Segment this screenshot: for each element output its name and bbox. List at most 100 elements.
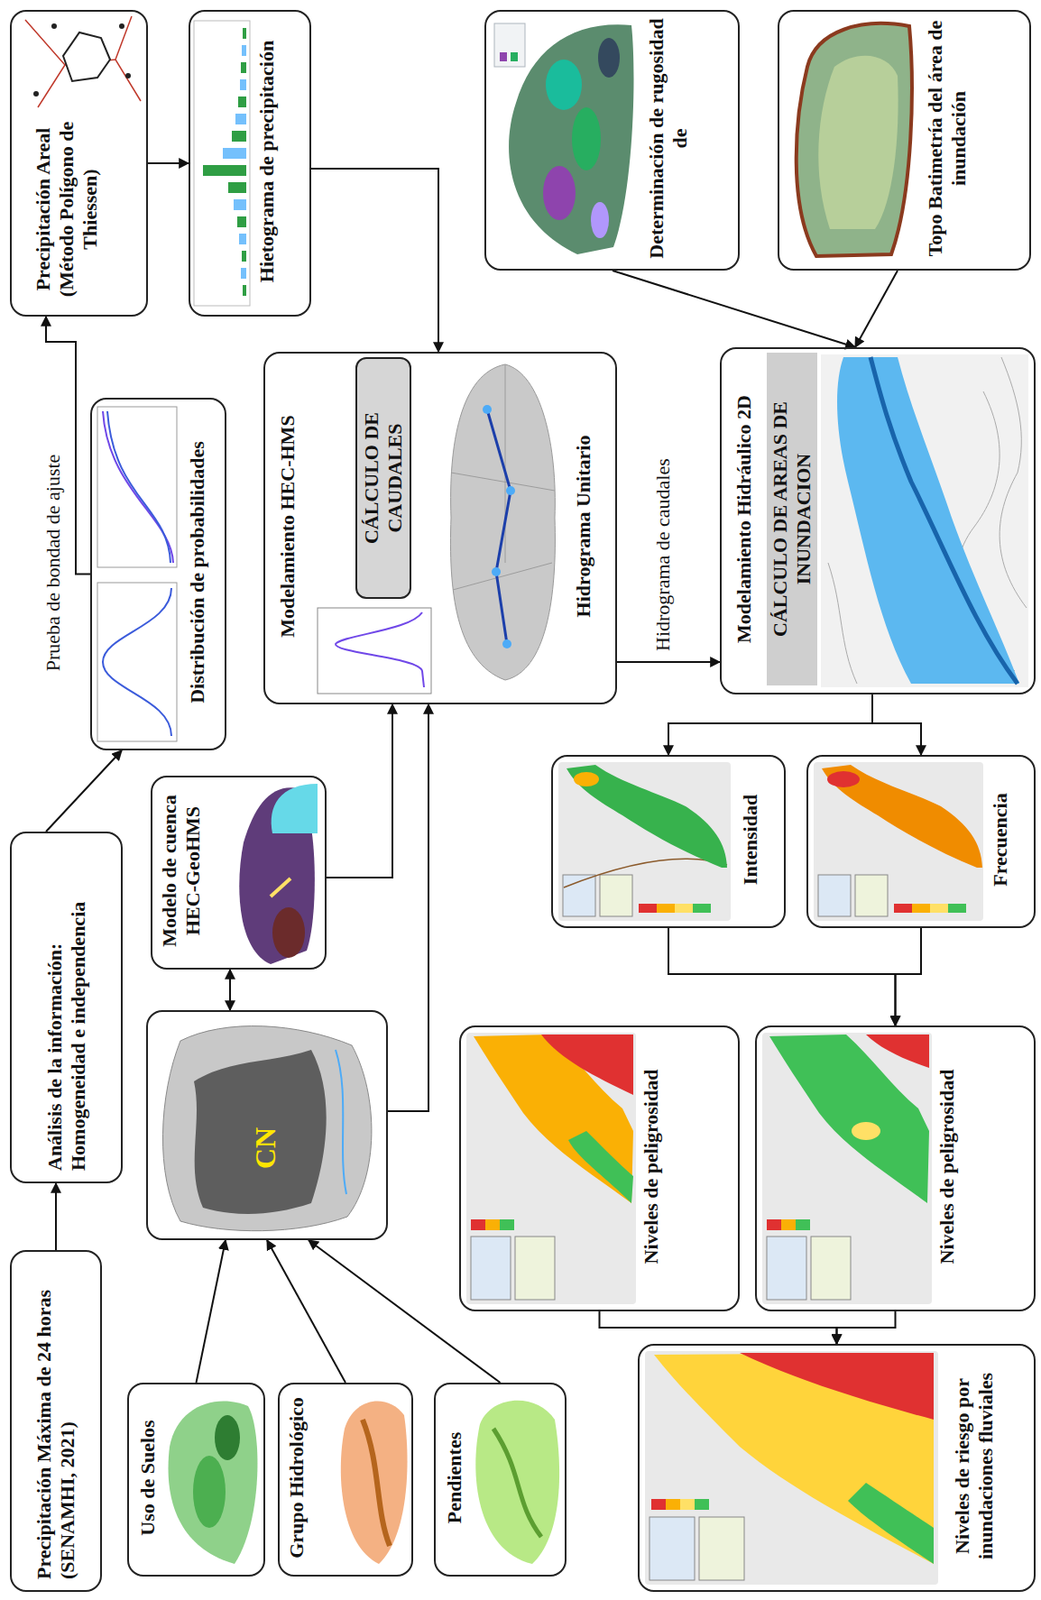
basin-outline xyxy=(63,32,111,82)
text-slot: Modelamiento Hidráulico 2D xyxy=(732,352,756,686)
chart-frame xyxy=(97,582,177,742)
process-box: CN xyxy=(146,1010,388,1241)
flow-arrow xyxy=(55,1183,57,1251)
cn-map xyxy=(162,1026,371,1232)
thiessen-lines xyxy=(25,16,141,108)
risk-zone xyxy=(739,1353,934,1420)
box-text: Hidrograma Unitario xyxy=(571,357,596,696)
bar xyxy=(228,182,247,194)
gauge-dot xyxy=(119,23,125,29)
inset-map xyxy=(855,875,888,917)
map-area xyxy=(340,1400,408,1565)
flow-arrow xyxy=(872,694,922,756)
legend-chip xyxy=(499,52,507,62)
flow-arrow xyxy=(147,162,189,165)
bar xyxy=(242,27,247,39)
flow-arrow xyxy=(855,270,898,348)
process-box: Niveles de riesgo por inundaciones fluvi… xyxy=(637,1344,1036,1593)
map-strip xyxy=(362,1419,390,1547)
map-ground xyxy=(644,1351,939,1585)
map-patch xyxy=(590,202,609,239)
bar xyxy=(242,285,247,296)
process-box: Modelamiento HEC-HMSHidrograma UnitarioC… xyxy=(263,351,618,705)
map-patch xyxy=(545,59,582,111)
bar xyxy=(202,165,247,176)
process-box: Pendientes xyxy=(433,1382,567,1577)
text-slot: Hietograma de precipitación xyxy=(255,15,279,308)
flow-arrow xyxy=(668,928,896,1026)
pdf-curve xyxy=(102,588,172,737)
map-area xyxy=(475,1400,560,1565)
bar xyxy=(239,79,247,91)
watershed-zone xyxy=(193,1050,327,1215)
flow-arrow xyxy=(599,1311,838,1345)
flow-arrow xyxy=(617,661,720,664)
basin-area xyxy=(450,364,555,681)
hazard-zone xyxy=(821,764,983,868)
network-line xyxy=(487,409,511,645)
flow-arrow xyxy=(311,168,439,352)
process-box: Determinación de rugosidad de xyxy=(484,9,740,271)
text-slot: Niveles de riesgo por inundaciones fluvi… xyxy=(950,1349,998,1584)
bar xyxy=(222,147,247,159)
network-node xyxy=(506,486,516,496)
road xyxy=(563,858,728,888)
contour xyxy=(999,357,1027,609)
bar xyxy=(240,62,247,74)
box-text: CÁLCULO DE CAUDALES xyxy=(359,369,407,587)
process-box: Niveles de peligrosidad xyxy=(755,1025,1036,1312)
risk-zone xyxy=(654,1353,934,1565)
water-area xyxy=(271,783,318,834)
legend-chip xyxy=(656,903,675,913)
inset-map xyxy=(699,1517,745,1581)
hazard-map xyxy=(762,1032,932,1305)
map-area xyxy=(168,1400,258,1565)
risk-zone xyxy=(847,1483,934,1565)
network-node xyxy=(502,639,512,649)
topo-map xyxy=(796,23,913,257)
box-text: Distribución de probabilidades xyxy=(185,403,210,742)
watershed xyxy=(162,1026,371,1232)
process-box: Uso de Suelos xyxy=(127,1382,266,1577)
hazard-zone xyxy=(568,1131,634,1204)
text-slot: Precipitación Máxima de 24 horas (SENAMH… xyxy=(32,1262,80,1580)
box-text: Hietograma de precipitación xyxy=(255,15,279,308)
box-text: Precipitación Máxima de 24 horas (SENAMH… xyxy=(32,1262,80,1580)
process-box: Precipitación Máxima de 24 horas (SENAMH… xyxy=(9,1250,102,1593)
map-ground xyxy=(466,1032,636,1305)
inset-map xyxy=(470,1236,511,1300)
bar xyxy=(241,250,247,262)
flow-arrow xyxy=(196,1240,227,1383)
process-box: Modelo de cuenca HEC-GeoHMS xyxy=(150,775,327,970)
box-text: Niveles de riesgo por inundaciones fluvi… xyxy=(950,1349,998,1584)
box-text: Pendientes xyxy=(442,1388,467,1568)
text-slot: Distribución de probabilidades xyxy=(185,403,210,742)
flow-arrow xyxy=(387,704,429,1112)
box-text: Uso de Suelos xyxy=(136,1388,160,1568)
hazard-zone xyxy=(769,1034,930,1204)
network-node xyxy=(482,405,492,415)
slope-map xyxy=(475,1400,560,1565)
map-ground xyxy=(813,762,984,922)
bar xyxy=(241,45,247,56)
map-ground xyxy=(558,762,731,922)
legend-chip xyxy=(674,903,693,913)
bar xyxy=(240,267,247,279)
box-text: Precipitación Areal (Método Polígono de … xyxy=(31,109,102,310)
map-strip xyxy=(493,1428,542,1538)
risk-map xyxy=(644,1351,939,1585)
process-box: Topo Batimetría del área de inundación xyxy=(777,9,1032,271)
river xyxy=(870,357,1018,684)
text-slot: Modelo de cuenca HEC-GeoHMS xyxy=(157,781,205,961)
hazard-spot xyxy=(573,772,599,787)
legend-chip xyxy=(766,1219,782,1231)
subbasin-lines xyxy=(451,364,555,590)
flood-area xyxy=(837,357,1020,684)
process-box: Grupo Hidrológico xyxy=(277,1382,414,1577)
text-slot: Grupo Hidrológico xyxy=(285,1388,309,1568)
text-slot: Intensidad xyxy=(738,758,763,922)
text-slot: Pendientes xyxy=(442,1388,467,1568)
edge-label: Hidrograma de caudales xyxy=(651,362,675,652)
map-line xyxy=(270,878,291,897)
